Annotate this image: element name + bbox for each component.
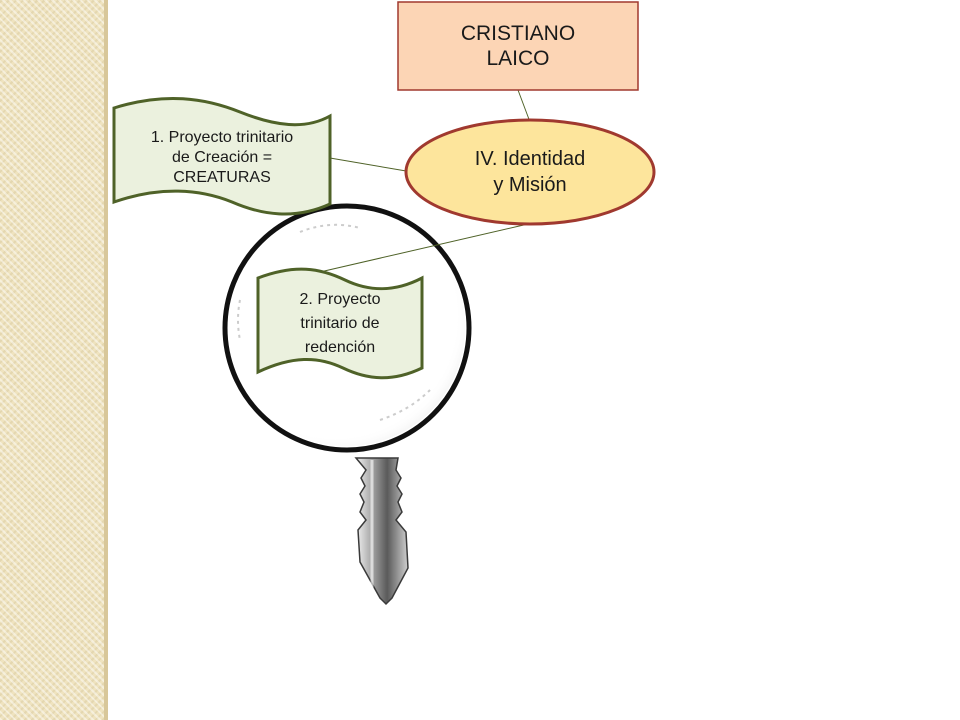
flag-2 [256,267,424,380]
side-strip-edge [104,0,108,720]
connector-flag1-oval [329,157,413,173]
connector-top-oval [517,89,531,123]
connector-oval-flag2 [319,223,529,273]
flag-1 [112,96,332,216]
central-oval [404,118,656,226]
side-decorative-strip [0,0,104,720]
top-box [397,1,639,91]
